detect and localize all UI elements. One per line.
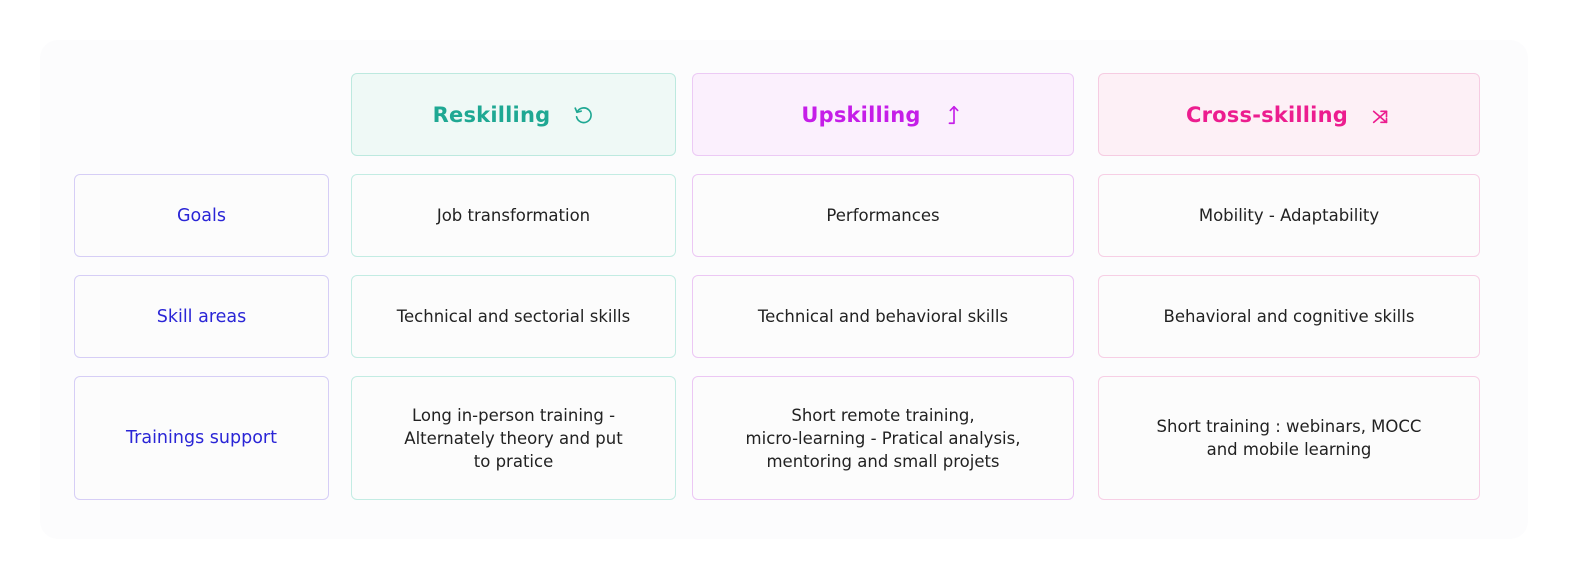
cell-trainings-cross-skilling: Short training : webinars, MOCC and mobi…: [1098, 376, 1480, 500]
cell-skill-areas-reskilling: Technical and sectorial skills: [351, 275, 676, 358]
row-label-trainings-support: Trainings support: [74, 376, 329, 500]
rotate-ccw-icon: [572, 104, 594, 126]
cell-goals-cross-skilling: Mobility - Adaptability: [1098, 174, 1480, 257]
cell-skill-areas-cross-skilling: Behavioral and cognitive skills: [1098, 275, 1480, 358]
header-upskilling-title: Upskilling: [801, 102, 921, 127]
row-label-text: Skill areas: [156, 306, 247, 327]
header-reskilling-title: Reskilling: [432, 102, 551, 127]
cell-trainings-upskilling: Short remote training, micro-learning - …: [692, 376, 1074, 500]
row-label-skill-areas: Skill areas: [74, 275, 329, 358]
row-label-goals: Goals: [74, 174, 329, 257]
header-upskilling: Upskilling: [692, 73, 1074, 156]
arrow-up-icon: [943, 104, 965, 126]
header-reskilling: Reskilling: [351, 73, 676, 156]
cell-text: Job transformation: [436, 206, 591, 225]
header-cross-skilling: Cross-skilling: [1098, 73, 1480, 156]
header-cross-skilling-title: Cross-skilling: [1186, 102, 1348, 127]
cell-text: Technical and sectorial skills: [396, 307, 631, 326]
cell-text: Performances: [826, 206, 940, 225]
cell-goals-upskilling: Performances: [692, 174, 1074, 257]
row-label-text: Trainings support: [126, 428, 277, 448]
row-label-text: Goals: [177, 205, 226, 226]
cell-text: Short remote training, micro-learning - …: [745, 405, 1021, 471]
cell-text: Mobility - Adaptability: [1198, 206, 1380, 225]
shuffle-icon: [1370, 104, 1392, 126]
cell-goals-reskilling: Job transformation: [351, 174, 676, 257]
cell-trainings-reskilling: Long in-person training - Alternately th…: [351, 376, 676, 500]
cell-text: Technical and behavioral skills: [757, 307, 1009, 326]
cell-skill-areas-upskilling: Technical and behavioral skills: [692, 275, 1074, 358]
cell-text: Short training : webinars, MOCC and mobi…: [1156, 417, 1422, 459]
cell-text: Behavioral and cognitive skills: [1163, 307, 1415, 326]
cell-text: Long in-person training - Alternately th…: [404, 405, 623, 471]
